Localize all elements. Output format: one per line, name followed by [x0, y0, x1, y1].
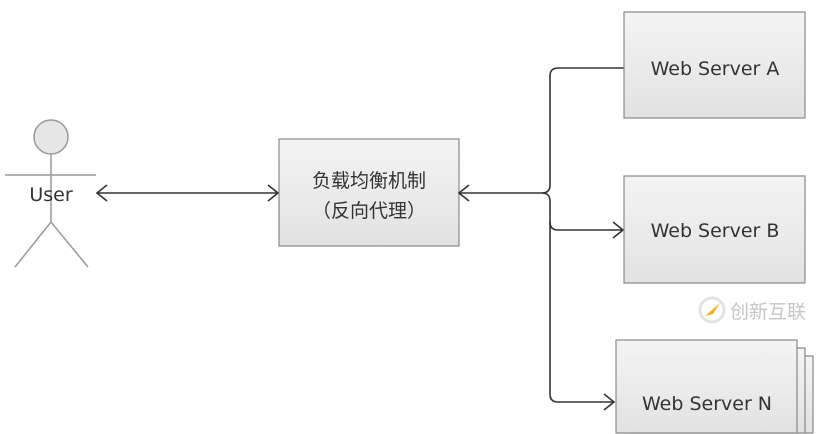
arrow-head-icon: [612, 221, 625, 239]
server-b-label: Web Server B: [651, 220, 780, 242]
watermark-text: 创新互联: [730, 301, 806, 323]
connector-user-lb: [95, 184, 280, 202]
lb-label-line2: （反向代理）: [312, 200, 426, 222]
load-balancer-node[interactable]: 负载均衡机制 （反向代理）: [278, 138, 460, 247]
connector-lb-servers: [457, 59, 644, 411]
arrow-head-icon: [95, 184, 108, 202]
user-actor[interactable]: User: [5, 119, 96, 268]
actor-leg-right: [50, 221, 89, 268]
arrow-head-icon: [267, 184, 280, 202]
lb-label-line1: 负载均衡机制: [312, 170, 426, 192]
web-server-n-node[interactable]: Web Server N: [615, 339, 814, 434]
actor-label: User: [29, 184, 72, 206]
arrow-head-icon: [603, 393, 616, 411]
actor-head-icon: [33, 119, 69, 155]
web-server-b-node[interactable]: Web Server B: [623, 175, 806, 284]
web-server-a-node[interactable]: Web Server A: [623, 11, 806, 119]
watermark-logo: 创新互联: [698, 296, 806, 324]
server-n-label: Web Server N: [642, 393, 772, 415]
actor-leg-left: [14, 221, 52, 268]
server-a-label: Web Server A: [651, 58, 780, 80]
